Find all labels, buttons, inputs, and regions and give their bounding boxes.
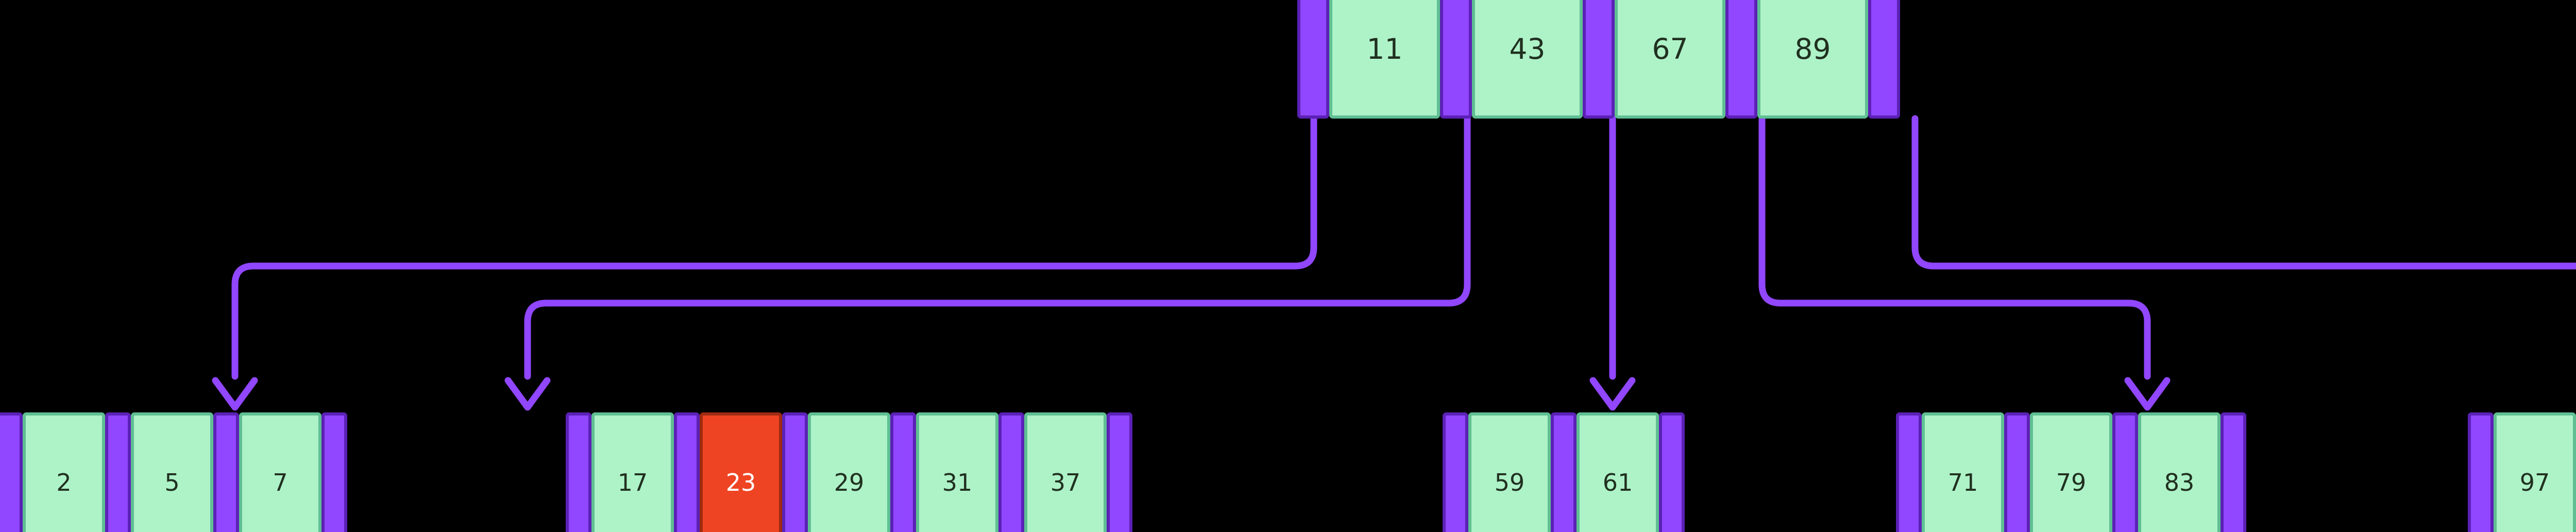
leaf-node-1-pointer-2[interactable] [213, 412, 239, 532]
leaf-node-1-pointer-1[interactable] [105, 412, 131, 532]
leaf-node-2-pointer-5[interactable] [1107, 412, 1132, 532]
leaf-node-2-pointer-2[interactable] [782, 412, 808, 532]
leaf-node-4-pointer-1[interactable] [2004, 412, 2030, 532]
root-node-pointer-3[interactable] [1725, 0, 1757, 119]
leaf-node-2-pointer-0[interactable] [566, 412, 591, 532]
leaf-node-4-pointer-3[interactable] [2221, 412, 2246, 532]
leaf-node-5-key-0[interactable]: 97 [2494, 412, 2576, 532]
edge-root-ptr1-to-leaf2 [524, 115, 1471, 380]
leaf-node-3-pointer-2[interactable] [1659, 412, 1685, 532]
leaf-node-4-key-0[interactable]: 71 [1922, 412, 2004, 532]
leaf-node-1-pointer-0[interactable] [0, 412, 23, 532]
leaf-node-3-key-1[interactable]: 61 [1577, 412, 1659, 532]
leaf-node-1-pointer-3[interactable] [321, 412, 347, 532]
leaf-node-2-pointer-3[interactable] [890, 412, 916, 532]
leaf-node-3-key-0[interactable]: 59 [1468, 412, 1551, 532]
edge-root-ptr4-to-leaf5 [1911, 115, 2576, 270]
leaf-node-2-key-3[interactable]: 31 [916, 412, 998, 532]
edge-root-ptr1-to-leaf2-arrowhead-icon [504, 377, 551, 411]
root-node[interactable]: 11 43 67 89 [1297, 0, 1900, 119]
leaf-node-4-key-2[interactable]: 83 [2138, 412, 2221, 532]
leaf-node-2-key-2[interactable]: 29 [808, 412, 890, 532]
root-node-pointer-0[interactable] [1297, 0, 1329, 119]
root-node-pointer-4[interactable] [1868, 0, 1900, 119]
leaf-node-4-pointer-2[interactable] [2112, 412, 2138, 532]
edge-root-ptr2-to-leaf3-arrowhead-icon [1589, 377, 1636, 411]
leaf-node-3-pointer-1[interactable] [1551, 412, 1577, 532]
leaf-node-2-pointer-4[interactable] [998, 412, 1024, 532]
edge-root-ptr3-to-leaf4 [1758, 115, 2151, 380]
root-node-pointer-2[interactable] [1583, 0, 1615, 119]
leaf-node-4-key-1[interactable]: 79 [2030, 412, 2112, 532]
edge-root-ptr3-to-leaf4-arrowhead-icon [2124, 377, 2171, 411]
leaf-node-1-key-2[interactable]: 7 [239, 412, 321, 532]
root-node-pointer-1[interactable] [1440, 0, 1472, 119]
leaf-node-4-pointer-0[interactable] [1896, 412, 1922, 532]
leaf-node-1-key-1[interactable]: 5 [131, 412, 213, 532]
root-node-key-0[interactable]: 11 [1329, 0, 1440, 119]
leaf-node-5-pointer-0[interactable] [2468, 412, 2494, 532]
root-node-key-1[interactable]: 43 [1472, 0, 1583, 119]
root-node-key-2[interactable]: 67 [1615, 0, 1725, 119]
leaf-node-2-key-4[interactable]: 37 [1024, 412, 1107, 532]
leaf-node-2-key-0[interactable]: 17 [591, 412, 674, 532]
edge-root-ptr0-to-leaf1 [231, 115, 1317, 380]
leaf-node-2-pointer-1[interactable] [674, 412, 700, 532]
leaf-node-5[interactable]: 97107 [2468, 412, 2576, 532]
leaf-node-3-pointer-0[interactable] [1443, 412, 1468, 532]
root-node-key-3[interactable]: 89 [1757, 0, 1868, 119]
leaf-node-1-key-0[interactable]: 2 [23, 412, 105, 532]
edge-root-ptr0-to-leaf1-arrowhead-icon [212, 377, 258, 411]
leaf-node-2-key-1[interactable]: 23 [700, 412, 782, 532]
